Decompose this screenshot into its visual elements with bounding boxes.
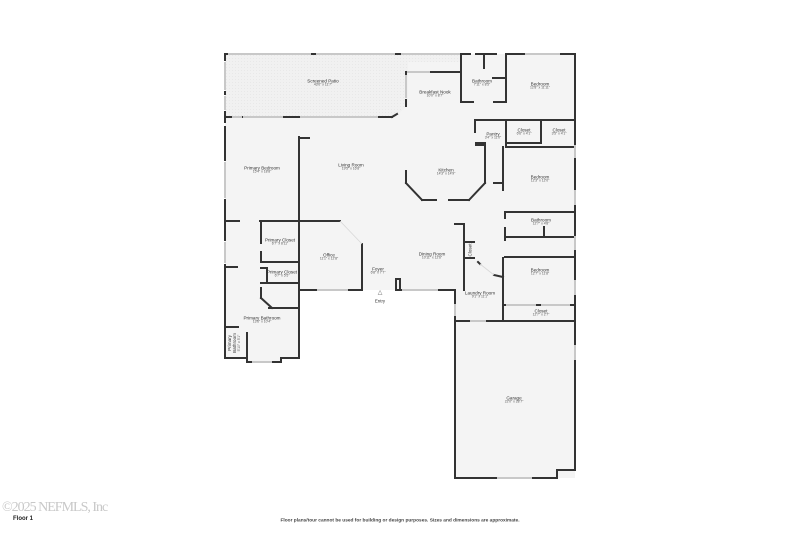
floor-fills <box>225 54 575 478</box>
entry-arrow-icon: △ <box>377 290 383 296</box>
door-swings <box>339 220 495 276</box>
watermark: ©2025 NEFMLS, Inc <box>2 500 108 515</box>
floor-label: Floor 1 <box>13 516 34 522</box>
interior-floor <box>225 54 575 478</box>
windows <box>224 53 576 479</box>
disclaimer: Floor plans/tour cannot be used for buil… <box>280 518 520 524</box>
room-closet-small: Closet <box>467 243 473 257</box>
entry-label: Entry <box>374 298 386 304</box>
walls <box>224 53 576 479</box>
